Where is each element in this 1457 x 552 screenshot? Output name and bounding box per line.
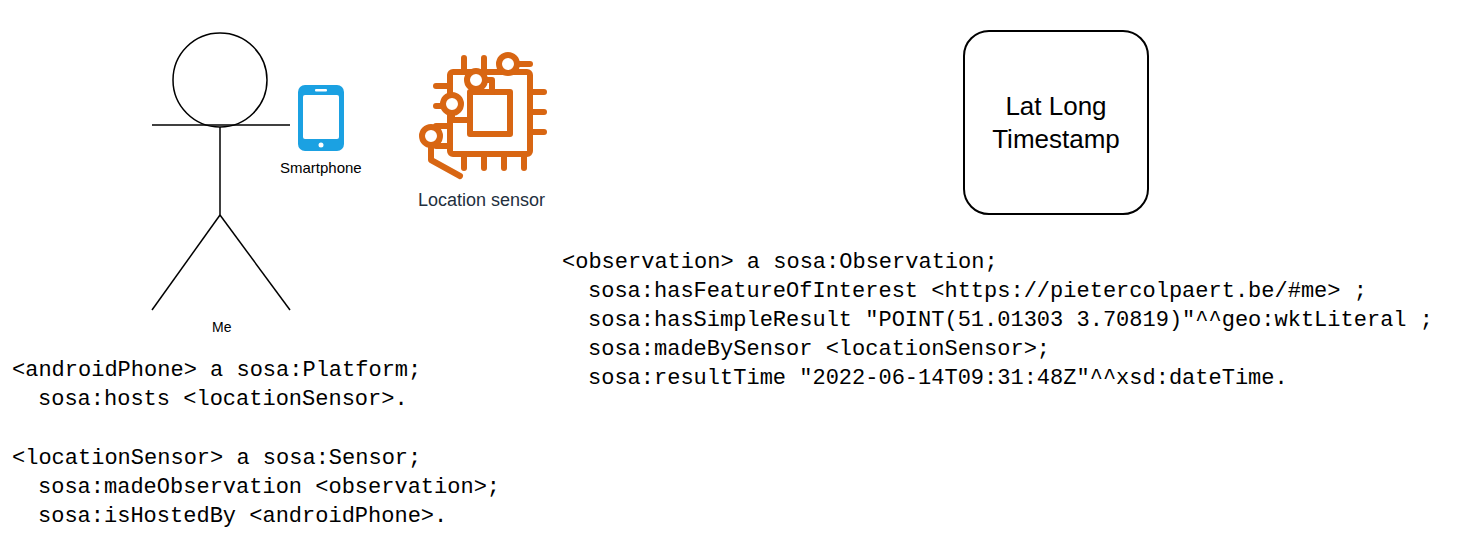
code-line: sosa:resultTime "2022-06-14T09:31:48Z"^^…	[588, 366, 1288, 392]
code-line: <androidPhone> a sosa:Platform;	[12, 358, 421, 384]
code-line: sosa:madeObservation <observation>;	[38, 475, 500, 501]
result-box: Lat Long Timestamp	[963, 30, 1149, 215]
sensor-icon	[422, 55, 544, 176]
smartphone-icon	[298, 85, 344, 151]
code-line: sosa:hasFeatureOfInterest <https://piete…	[588, 279, 1367, 305]
code-line: sosa:isHostedBy <androidPhone>.	[38, 504, 447, 530]
icon-caption: Smartphone	[280, 159, 362, 177]
figure-caption: Me	[212, 319, 231, 336]
code-line: sosa:hosts <locationSensor>.	[38, 387, 408, 413]
code-line: sosa:hasSimpleResult "POINT(51.01303 3.7…	[588, 308, 1433, 334]
icon-caption: Location sensor	[418, 190, 545, 212]
box-text: Lat Long Timestamp	[992, 90, 1120, 155]
code-line: <observation> a sosa:Observation;	[562, 250, 998, 276]
code-line: sosa:madeBySensor <locationSensor>;	[588, 337, 1050, 363]
stick-figure	[152, 33, 290, 310]
code-line: <locationSensor> a sosa:Sensor;	[12, 446, 421, 472]
